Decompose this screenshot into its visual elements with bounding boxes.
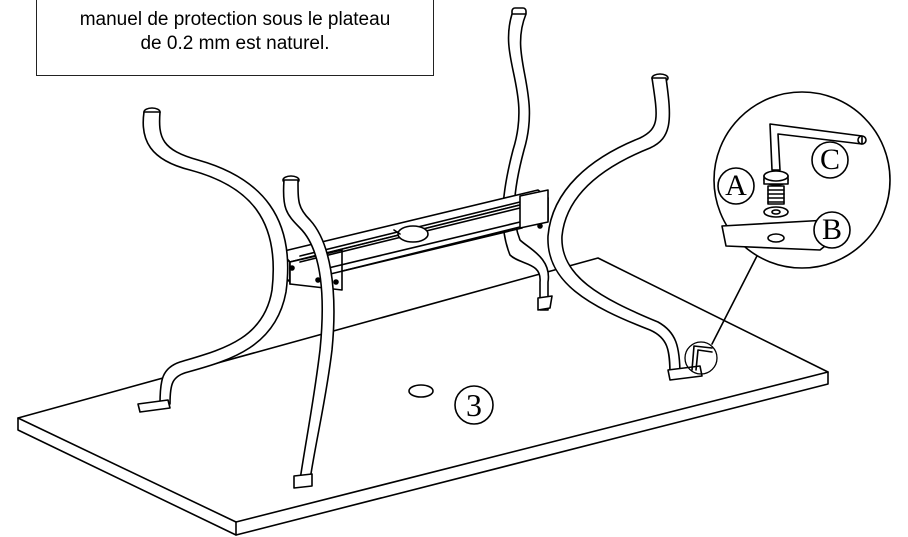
table-top	[17, 257, 829, 536]
callout-label-a: A	[725, 169, 747, 202]
leg-back-left	[137, 107, 289, 413]
leg-front-right	[547, 73, 703, 381]
callout-circle-c	[811, 141, 849, 179]
callout-label-b: B	[821, 213, 842, 246]
hex-key-small	[684, 341, 718, 375]
step-number: 3	[466, 387, 482, 423]
leg-back-right	[502, 7, 553, 311]
callout-circle-a	[717, 167, 755, 205]
note-line-2: de 0.2 mm est naturel.	[140, 33, 330, 54]
callout-label-c: C	[819, 143, 840, 176]
step-circle	[454, 385, 494, 425]
detail-leader-line	[711, 249, 761, 345]
detail-circle	[713, 91, 891, 269]
note-line-1: manuel de protection sous le plateau	[79, 9, 391, 30]
leg-front-left	[282, 175, 335, 489]
table-top-hole	[408, 384, 434, 398]
note-box: manuel de protection sous le plateau de …	[36, 0, 434, 76]
callout-circle-b	[813, 211, 851, 249]
